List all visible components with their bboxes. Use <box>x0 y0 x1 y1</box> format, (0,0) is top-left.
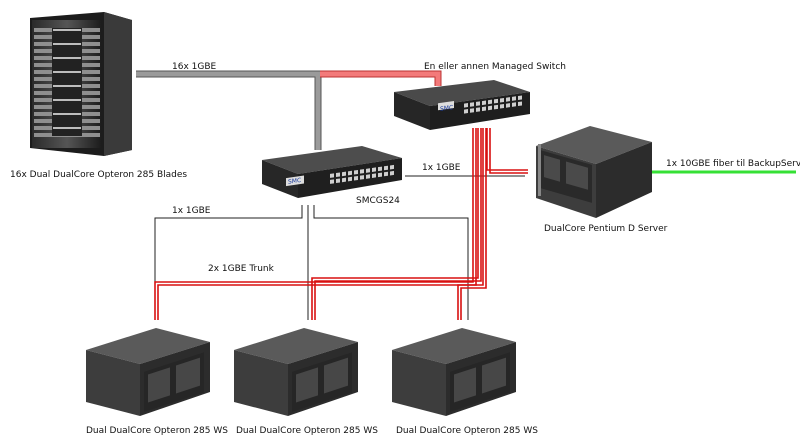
smc-switch-brand: SMC <box>288 177 301 186</box>
managed-switch-label: En eller annen Managed Switch <box>424 62 566 72</box>
pentium-server-label: DualCore Pentium D Server <box>544 224 668 234</box>
ws-link-label: 1x 1GBE <box>172 206 211 216</box>
gigabit-links <box>154 175 525 320</box>
managed-switch-brand: SMC <box>440 104 453 113</box>
ws2-label: Dual DualCore Opteron 285 WS <box>236 426 378 436</box>
blades-uplink <box>136 70 322 150</box>
managed-switch: SMC <box>394 80 530 130</box>
ws1-label: Dual DualCore Opteron 285 WS <box>86 426 228 436</box>
ws3-label: Dual DualCore Opteron 285 WS <box>396 426 538 436</box>
workstation-3 <box>392 328 516 416</box>
trunk-links <box>154 128 528 320</box>
workstation-2 <box>234 328 358 416</box>
smc-switch-label: SMCGS24 <box>356 196 400 206</box>
server-link-label: 1x 1GBE <box>422 163 461 173</box>
blades-label: 16x Dual DualCore Opteron 285 Blades <box>10 170 188 180</box>
fiber-label: 1x 10GBE fiber til BackupServer <box>666 159 800 169</box>
smc-switch: SMC <box>262 146 402 198</box>
trunk-label: 2x 1GBE Trunk <box>208 264 274 274</box>
blade-chassis <box>30 12 132 156</box>
blades-link-label: 16x 1GBE <box>172 62 217 72</box>
pentium-server <box>536 126 652 218</box>
workstation-1 <box>86 328 210 416</box>
